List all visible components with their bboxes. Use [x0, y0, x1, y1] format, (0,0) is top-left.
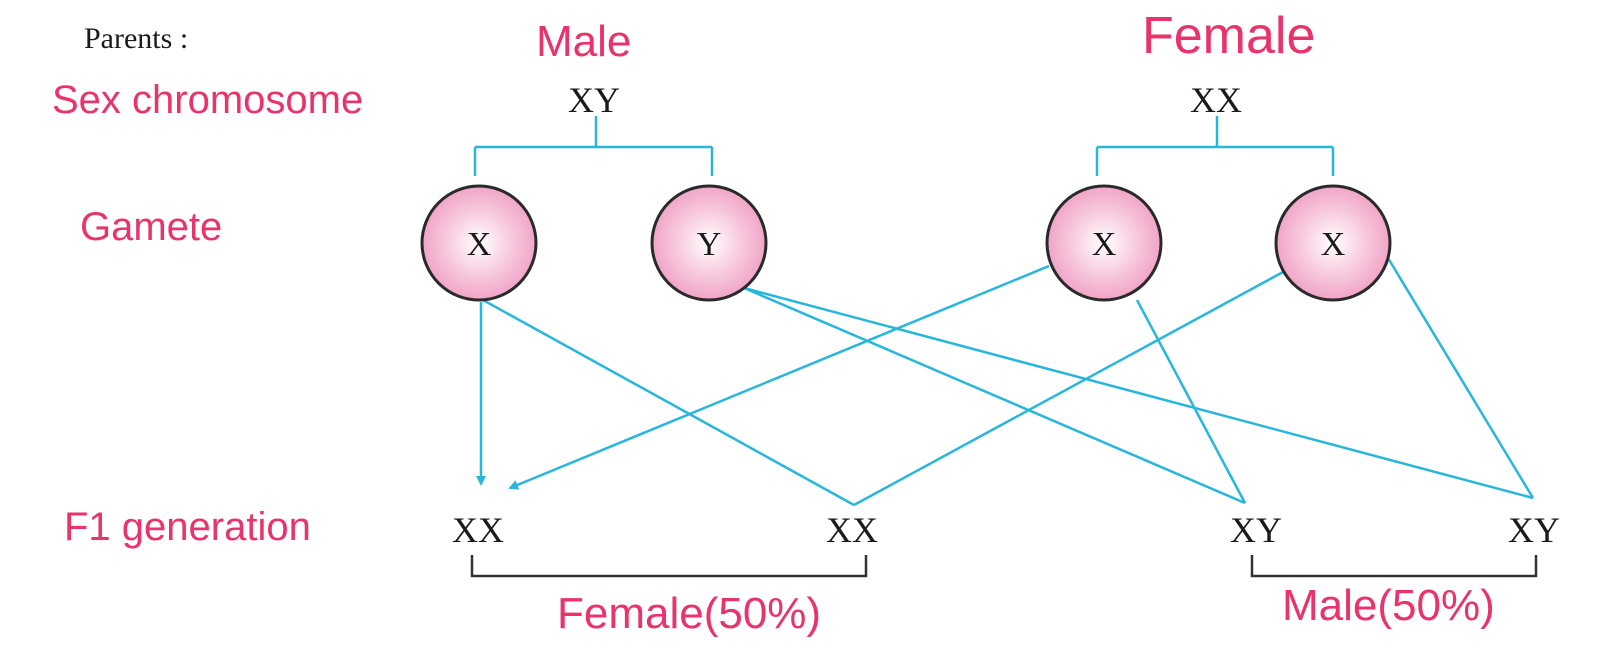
sex-chromosome-label: Sex chromosome: [52, 78, 364, 122]
female-genotype: XX: [1190, 80, 1242, 120]
gamete-male-x-label: X: [467, 226, 492, 263]
gamete-female-x-1-label: X: [1092, 226, 1117, 263]
offspring-genotype-3: XY: [1230, 510, 1282, 550]
cross-line: [482, 298, 855, 507]
female-parent-bracket: [1095, 116, 1335, 176]
gamete-label: Gamete: [80, 205, 223, 249]
female-result-label: Female(50%): [557, 589, 822, 638]
gamete-female-x-2: X: [1274, 184, 1392, 302]
cross-lines: [476, 257, 1535, 507]
male-genotype: XY: [568, 80, 620, 120]
male-parent-bracket: [473, 116, 714, 176]
offspring-genotype-1: XX: [452, 510, 504, 550]
f1-generation-label: F1 generation: [64, 505, 311, 549]
offspring-genotype-2: XX: [826, 510, 878, 550]
male-parent-title: Male: [536, 17, 632, 66]
cross-line: [1135, 299, 1247, 504]
gamete-male-x: X: [420, 184, 538, 302]
cross-line: [743, 286, 1534, 500]
gamete-male-y: Y: [650, 184, 768, 302]
gamete-female-x-1: X: [1045, 184, 1163, 302]
parents-label: Parents :: [84, 22, 189, 55]
cross-line: [508, 264, 1050, 490]
gamete-female-x-2-label: X: [1321, 226, 1346, 263]
female-parent-title: Female: [1142, 7, 1316, 65]
cross-line: [853, 270, 1284, 507]
gamete-male-y-label: Y: [697, 226, 722, 263]
female-result-bracket: [470, 555, 868, 578]
cross-line: [1386, 257, 1535, 499]
offspring-genotype-4: XY: [1508, 510, 1560, 550]
male-result-bracket: [1250, 555, 1538, 578]
male-result-label: Male(50%): [1282, 581, 1495, 630]
cross-line: [743, 286, 1246, 505]
